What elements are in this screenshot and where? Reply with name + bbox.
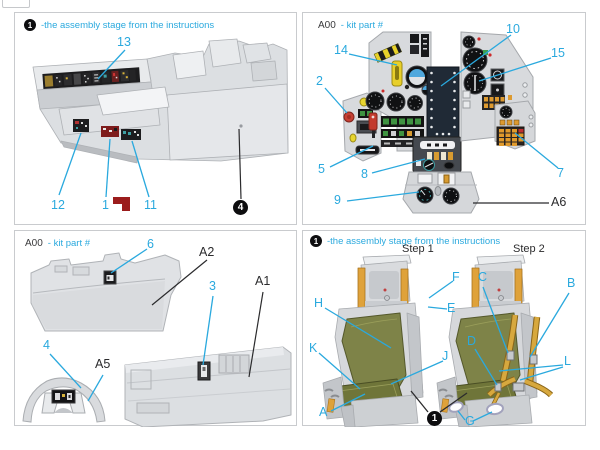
callout-4: 4: [43, 338, 50, 352]
kit-part-badge-4: 4: [233, 200, 248, 215]
panel-header: 1 -the assembly stage from the instructi…: [310, 235, 500, 247]
callout-8: 8: [361, 167, 368, 181]
callout-J: J: [442, 349, 449, 363]
callout-E: E: [447, 301, 456, 315]
seat-harness: [448, 314, 554, 416]
step-number-badge: 1: [310, 235, 322, 247]
callout-3: 3: [209, 279, 216, 293]
callout-H: H: [314, 296, 324, 310]
kit-part-badge-1: 1: [427, 411, 442, 426]
instrument-panel-illustration: [324, 31, 559, 214]
callout-15: 15: [551, 46, 565, 60]
panel-title: -the assembly stage from the instruction…: [327, 235, 501, 247]
red-corner-mark: [113, 197, 130, 211]
callout-B: B: [567, 276, 576, 290]
panel-assembly-tub: 1 -the assembly stage from the instructi…: [14, 12, 297, 225]
step-number-badge: 1: [24, 19, 36, 31]
step-1-label: Step 1: [402, 243, 434, 255]
callout-6: 6: [147, 237, 154, 251]
ejection-seats-illustration: [318, 254, 570, 427]
step-2-label: Step 2: [513, 243, 545, 255]
kit-part-label-a5: A5: [95, 357, 111, 371]
kit-parts-illustration: [22, 248, 292, 427]
callout-7: 7: [557, 166, 564, 180]
callout-13: 13: [117, 35, 131, 49]
panel-header: 1 -the assembly stage from the instructi…: [24, 19, 214, 31]
panel-header: A00 - kit part #: [25, 238, 90, 249]
callout-L: L: [564, 354, 571, 368]
callout-D: D: [467, 334, 477, 348]
shelf-decal-strip: [42, 67, 141, 89]
kit-part-number: A00: [25, 238, 43, 249]
kit-part-label-a6: A6: [551, 195, 567, 209]
callout-2: 2: [316, 74, 323, 88]
callout-F: F: [452, 270, 460, 284]
kit-part-suffix: - kit part #: [47, 238, 91, 249]
callout-11: 11: [144, 198, 157, 212]
kit-part-label-a1: A1: [255, 274, 271, 288]
page-edge-fragment: [2, 0, 30, 8]
console-decal-strip: [73, 119, 141, 140]
cockpit-tub-illustration: [32, 38, 289, 211]
callout-K: K: [309, 341, 318, 355]
callout-5: 5: [318, 162, 325, 176]
panel-seat-assembly: 1 -the assembly stage from the instructi…: [302, 230, 586, 428]
callout-9: 9: [334, 193, 341, 207]
callout-10: 10: [506, 22, 520, 36]
callout-A: A: [319, 405, 328, 419]
panel-instrument-panel: A00 - kit part #: [302, 12, 586, 225]
kit-part-suffix: - kit part #: [340, 20, 384, 31]
panel-title: -the assembly stage from the instruction…: [41, 19, 215, 31]
callout-C: C: [478, 270, 488, 284]
panel-kit-parts: A00 - kit part #: [14, 230, 297, 427]
kit-part-label-a2: A2: [199, 245, 215, 259]
callout-14: 14: [334, 43, 348, 57]
kit-part-number: A00: [318, 20, 336, 31]
callout-G: G: [465, 414, 475, 428]
callout-12: 12: [51, 198, 65, 212]
panel-header: A00 - kit part #: [318, 20, 383, 31]
callout-1: 1: [102, 198, 109, 212]
